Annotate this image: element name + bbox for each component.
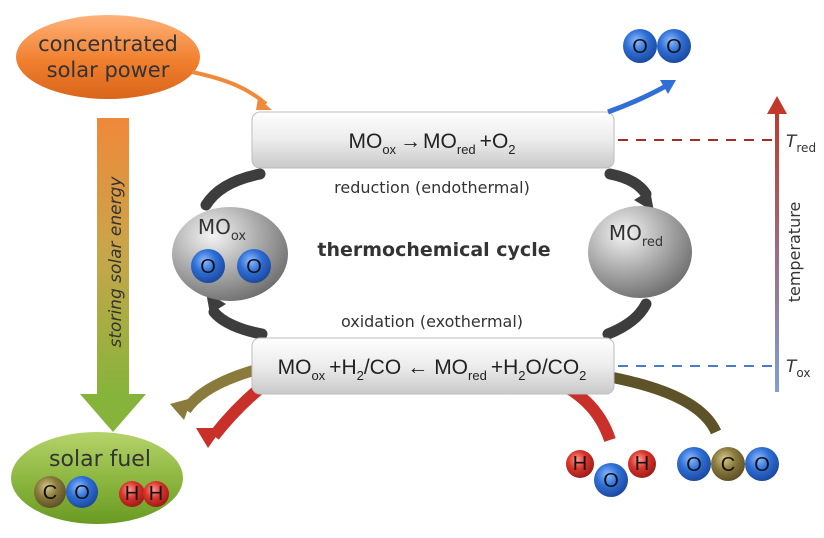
cycle-arrow-top-right [604,168,652,200]
o2-molecule: O O [623,29,691,63]
water-molecule: H H O [566,450,656,497]
solar-fuel-title: solar fuel [49,447,151,472]
storing-solar-energy-arrow: storing solar energy [80,118,146,432]
o2-output-arrowhead [660,80,676,94]
cycle-arrow-bottom-left [208,306,268,340]
fuel-h2-arrowhead [196,428,222,448]
water-o-atom: O [603,470,619,492]
temperature-axis: temperature [767,96,804,392]
t-ox-label: Tox [786,357,810,380]
co2-c-atom: C [721,454,735,476]
reduction-equation: MOox→MOred+O2 [348,130,515,157]
cycle-arrow-bottom-right [602,298,652,340]
fuel-co-arrowhead [170,398,192,420]
o2-atom1: O [632,36,648,58]
fuel-h-atom1: H [125,483,139,505]
source-line1: concentrated [38,32,178,56]
cycle-arrow-top-left [200,168,266,211]
co2-o-atom1: O [686,454,702,476]
o2-atom2: O [666,36,682,58]
mo-red-ball: MOred [588,206,692,298]
temperature-axis-label: temperature [785,202,804,303]
water-h-atom2: H [635,453,649,475]
mo-ox-label: MOox [198,215,247,244]
solar-input-arrowhead [256,98,272,110]
water-h-atom1: H [573,453,587,475]
co2-molecule: O C O [677,447,779,481]
cycle-arrowhead-right [634,190,654,212]
fuel-h-atom2: H [149,483,163,505]
fuel-c-atom: C [43,482,57,504]
t-red-label: Tred [786,132,816,155]
oxidation-label: oxidation (exothermal) [341,312,523,331]
reduction-equation-bar: MOox→MOred+O2 [251,111,615,169]
solar-input-arrow [191,70,268,106]
oxidation-equation-bar: MOox+H2/CO←MOred+H2O/CO2 [251,337,615,395]
mo-ox-atom1: O [200,256,216,278]
center-label: thermochemical cycle [317,239,550,261]
fuel-o-atom: O [74,482,90,504]
mo-ox-ball: MOox O O [172,207,288,301]
mo-red-label: MOred [609,221,663,250]
mo-ox-atom2: O [246,256,262,278]
cycle-arrows [200,168,652,340]
concentrated-solar-power-node: concentrated solar power [16,15,200,99]
reduction-label: reduction (endothermal) [334,178,530,197]
oxidation-equation: MOox+H2/CO←MOred+H2O/CO2 [278,356,587,383]
o2-output-arrow [607,83,668,115]
solar-fuel-node: solar fuel C O H H [11,432,183,524]
storing-label: storing solar energy [106,176,126,348]
fuel-co-arrow [181,362,264,414]
source-line2: solar power [47,58,170,82]
co2-o-atom2: O [754,454,770,476]
